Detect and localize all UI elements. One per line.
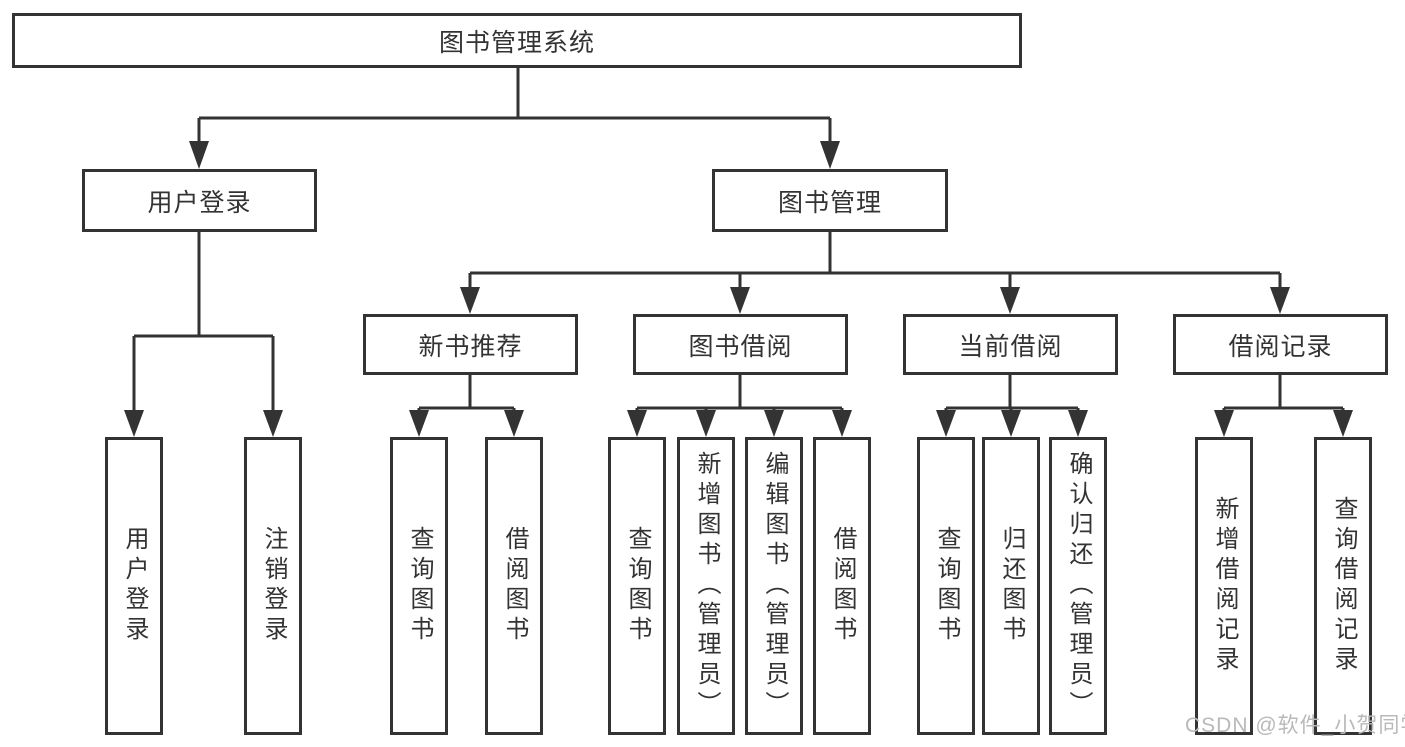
node-new-book-recommend: 新书推荐: [363, 314, 578, 375]
leaf-add-borrow-record-label: 新增借阅记录: [1211, 496, 1238, 676]
leaf-edit-books-admin: 编辑图书（管理员）: [745, 437, 803, 735]
arrowhead-icon: [1270, 287, 1290, 314]
leaf-query-books-borrow: 查询图书: [608, 437, 666, 735]
arrowhead-icon: [1000, 287, 1020, 314]
leaf-query-books-current: 查询图书: [917, 437, 975, 735]
arrowhead-icon: [1214, 410, 1234, 437]
node-borrow-records-label: 借阅记录: [1228, 332, 1333, 361]
leaf-query-books-borrow-label: 查询图书: [624, 526, 651, 646]
leaf-logout: 注销登录: [244, 437, 302, 735]
leaf-query-borrow-record-label: 查询借阅记录: [1330, 496, 1357, 676]
node-root: 图书管理系统: [12, 13, 1022, 68]
leaf-add-books-admin: 新增图书（管理员）: [677, 437, 735, 735]
arrowhead-icon: [627, 410, 647, 437]
leaf-query-borrow-record: 查询借阅记录: [1314, 437, 1372, 735]
arrowhead-icon: [936, 410, 956, 437]
leaf-add-books-admin-label: 新增图书（管理员）: [693, 451, 720, 721]
leaf-query-books-current-label: 查询图书: [933, 526, 960, 646]
leaf-borrow-books-recommend-label: 借阅图书: [501, 526, 528, 646]
arrowhead-icon: [832, 410, 852, 437]
node-book-management-label: 图书管理: [777, 188, 882, 217]
node-user-login: 用户登录: [82, 169, 317, 232]
arrowhead-icon: [189, 141, 209, 169]
node-new-book-recommend-label: 新书推荐: [418, 332, 523, 361]
leaf-borrow-books-label: 借阅图书: [829, 526, 856, 646]
arrowhead-icon: [696, 410, 716, 437]
leaf-return-books: 归还图书: [982, 437, 1040, 735]
leaf-query-books-recommend-label: 查询图书: [406, 526, 433, 646]
node-root-label: 图书管理系统: [438, 28, 595, 57]
leaf-user-login-label: 用户登录: [121, 526, 148, 646]
arrowhead-icon: [764, 410, 784, 437]
leaf-confirm-return-admin-label: 确认归还（管理员）: [1065, 451, 1092, 721]
node-current-borrow: 当前借阅: [903, 314, 1118, 375]
node-book-management: 图书管理: [712, 169, 948, 232]
leaf-confirm-return-admin: 确认归还（管理员）: [1049, 437, 1107, 735]
arrowhead-icon: [820, 141, 840, 169]
csdn-watermark: CSDN @软件_小贺同学: [1185, 714, 1405, 737]
leaf-return-books-label: 归还图书: [998, 526, 1025, 646]
arrowhead-icon: [1068, 410, 1088, 437]
leaf-borrow-books-recommend: 借阅图书: [485, 437, 543, 735]
arrowhead-icon: [504, 410, 524, 437]
arrowhead-icon: [1001, 410, 1021, 437]
leaf-add-borrow-record: 新增借阅记录: [1195, 437, 1253, 735]
arrowhead-icon: [124, 410, 144, 437]
arrowhead-icon: [1333, 410, 1353, 437]
node-borrow-records: 借阅记录: [1173, 314, 1388, 375]
arrowhead-icon: [263, 410, 283, 437]
leaf-borrow-books: 借阅图书: [813, 437, 871, 735]
arrowheads: [124, 141, 1353, 437]
leaf-user-login: 用户登录: [105, 437, 163, 735]
leaf-logout-label: 注销登录: [260, 526, 287, 646]
node-book-borrow-label: 图书借阅: [688, 332, 793, 361]
leaf-query-books-recommend: 查询图书: [390, 437, 448, 735]
node-book-borrow: 图书借阅: [633, 314, 848, 375]
leaf-edit-books-admin-label: 编辑图书（管理员）: [761, 451, 788, 721]
arrowhead-icon: [409, 410, 429, 437]
arrowhead-icon: [730, 287, 750, 314]
node-current-borrow-label: 当前借阅: [958, 332, 1063, 361]
node-user-login-label: 用户登录: [147, 188, 252, 217]
arrowhead-icon: [460, 287, 480, 314]
